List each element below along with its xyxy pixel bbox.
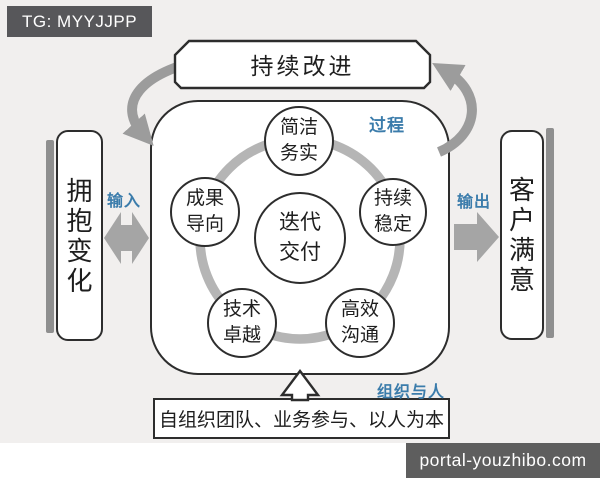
team-principles-box: 自组织团队、业务参与、以人为本 — [153, 398, 450, 439]
circle-simple-pragmatic: 简洁 务实 — [264, 106, 334, 176]
customer-satisfaction-label: 客户满意 — [508, 175, 535, 295]
team-principles-label: 自组织团队、业务参与、以人为本 — [158, 410, 444, 431]
continuous-improvement-label: 持续改进 — [250, 53, 355, 79]
circle-technical-excellence: 技术 卓越 — [207, 288, 277, 358]
org-people-label: 组织与人 — [377, 384, 446, 401]
right-box-shadow-strip — [546, 128, 554, 338]
embrace-change-box: 拥抱变化 — [56, 130, 103, 341]
circle-result-oriented: 成果 导向 — [170, 177, 240, 247]
input-label: 输入 — [107, 193, 142, 210]
tg-watermark-badge: TG: MYYJJPP — [7, 6, 153, 37]
left-box-shadow-strip — [46, 140, 54, 333]
customer-satisfaction-box: 客户满意 — [500, 130, 544, 340]
circle-iterative-delivery: 迭代 交付 — [254, 192, 346, 284]
circle-efficient-communication: 高效 沟通 — [325, 288, 395, 358]
process-label: 过程 — [369, 116, 405, 135]
embrace-change-label: 拥抱变化 — [66, 175, 93, 296]
site-watermark-badge: portal-youzhibo.com — [406, 443, 600, 478]
circle-continuous-stable: 持续 稳定 — [359, 178, 427, 246]
output-label: 输出 — [457, 194, 492, 211]
